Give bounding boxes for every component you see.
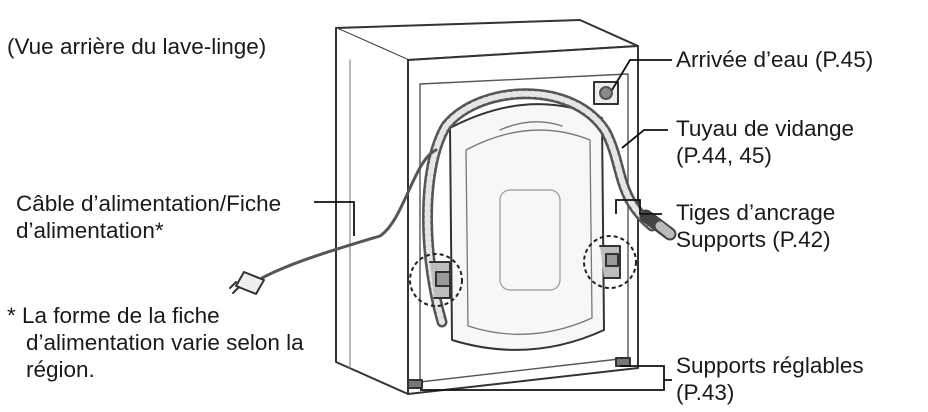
callout-drain-hose: Tuyau de vidange (P.44, 45): [676, 115, 854, 169]
water-inlet-valve: [599, 86, 613, 100]
callout-anchor-line1: Tiges d’ancrage: [676, 200, 836, 225]
rear-cover-plate: [499, 189, 561, 291]
anchor-highlight-right: [583, 235, 637, 289]
adjustable-foot-left: [407, 379, 423, 389]
drum-housing: [449, 103, 605, 351]
leader-drain-hose: [621, 129, 668, 149]
footnote-line1: * La forme de la fiche: [7, 303, 220, 328]
footnote-line2: d’alimentation varie selon la: [26, 330, 304, 355]
callout-water-inlet: Arrivée d’eau (P.45): [676, 47, 874, 72]
callout-drain-hose-line1: Tuyau de vidange: [676, 116, 855, 141]
machine-side-panel: [335, 27, 409, 395]
callout-feet: Supports réglables (P.43): [676, 352, 864, 406]
callout-power: Câble d’alimentation/Fiche d’alimentatio…: [16, 190, 281, 244]
callout-drain-hose-line2: (P.44, 45): [676, 143, 772, 168]
power-plug: [235, 271, 265, 295]
footnote-line3: région.: [26, 357, 95, 382]
anchor-highlight-left: [409, 253, 463, 307]
callout-power-line1: Câble d’alimentation/Fiche: [16, 191, 282, 216]
footnote: * La forme de la fiche d’alimentation va…: [7, 302, 304, 383]
callout-feet-line2: (P.43): [676, 380, 735, 405]
callout-anchor: Tiges d’ancrage Supports (P.42): [676, 199, 835, 253]
callout-feet-line1: Supports réglables: [676, 353, 864, 378]
leader-feet: [620, 365, 672, 381]
adjustable-foot-right: [615, 357, 631, 367]
leader-water-inlet: [611, 59, 672, 91]
callout-anchor-line2: Supports (P.42): [676, 227, 831, 252]
view-caption: (Vue arrière du lave-linge): [7, 34, 267, 59]
leader-anchor: [615, 199, 662, 215]
leader-power: [314, 201, 355, 236]
power-cable: [260, 148, 438, 280]
callout-power-line2: d’alimentation*: [16, 218, 164, 243]
